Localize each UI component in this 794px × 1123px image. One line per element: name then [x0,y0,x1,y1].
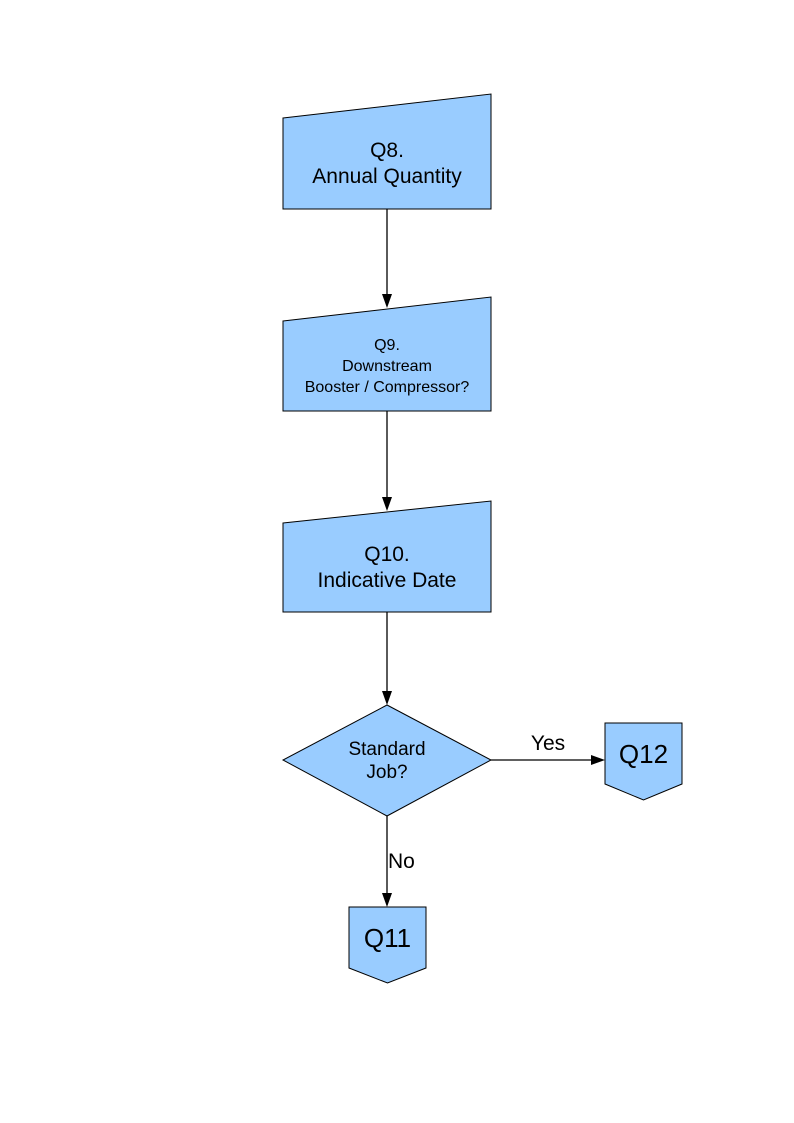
arrowhead-q9-q10 [382,497,392,511]
node-decision-shape [281,704,493,817]
arrowhead-decision-q11 [382,893,392,907]
arrowhead-decision-q12 [591,755,605,765]
node-q12-shape [604,722,683,801]
node-q8-shape [282,93,492,210]
node-q11-shape [348,906,427,984]
arrowhead-q10-decision [382,691,392,705]
node-q10-shape [282,500,492,613]
node-q9-shape [282,296,492,412]
arrowhead-q8-q9 [382,294,392,308]
